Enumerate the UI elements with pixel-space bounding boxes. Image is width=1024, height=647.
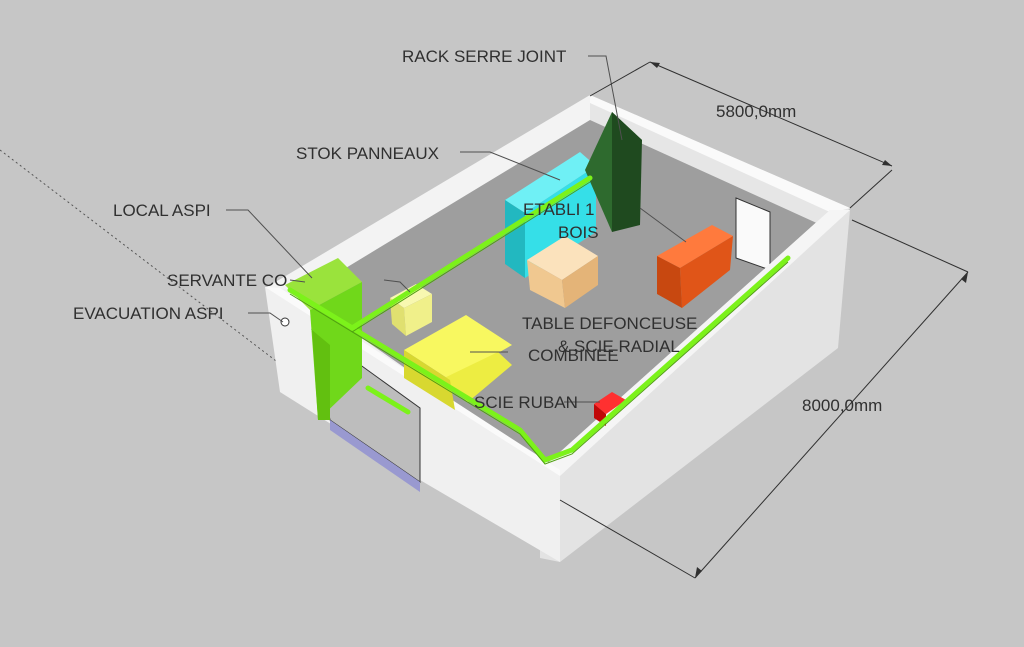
table-front bbox=[527, 260, 565, 308]
rack-side bbox=[612, 112, 642, 232]
etabli-side bbox=[657, 256, 682, 308]
evacuation-hole bbox=[280, 317, 290, 327]
label-etabli-1: ETABLI 1 bbox=[523, 200, 595, 219]
leader-local-aspi bbox=[226, 209, 313, 279]
label-table-1: TABLE DEFONCEUSE bbox=[522, 314, 697, 333]
dim-width-line bbox=[649, 61, 893, 167]
stok-top bbox=[505, 152, 596, 213]
wall-top-back bbox=[590, 95, 850, 213]
table-top bbox=[527, 236, 598, 280]
dust-duct bbox=[287, 175, 791, 463]
label-etabli-2: BOIS bbox=[558, 223, 599, 242]
dimension-width: 5800,0mm bbox=[716, 102, 796, 121]
dim-ext-2 bbox=[849, 169, 893, 209]
wall-right bbox=[540, 210, 850, 562]
leader-etabli bbox=[639, 207, 687, 243]
scie-ruban-top bbox=[594, 392, 626, 414]
stok-front bbox=[525, 166, 596, 278]
label-evacuation: EVACUATION ASPI bbox=[73, 304, 224, 323]
door-threshold bbox=[330, 420, 420, 492]
combinee-top bbox=[404, 315, 512, 380]
leader-stok bbox=[460, 151, 561, 181]
etabli-top bbox=[657, 225, 733, 268]
label-table-2: & SCIE RADIAL bbox=[558, 337, 680, 356]
dim-arrow bbox=[650, 62, 660, 68]
local-aspi-front bbox=[312, 330, 330, 420]
label-local-aspi: LOCAL ASPI bbox=[113, 201, 211, 220]
servante-front bbox=[404, 294, 432, 336]
dim-ext-4 bbox=[559, 499, 696, 579]
dim-arrow bbox=[695, 567, 702, 578]
wall-back-left bbox=[267, 95, 590, 300]
dim-ext-1 bbox=[589, 61, 651, 97]
dim-arrow bbox=[882, 160, 892, 166]
label-stok: STOK PANNEAUX bbox=[296, 144, 439, 163]
dim-arrow bbox=[961, 272, 968, 283]
label-rack: RACK SERRE JOINT bbox=[402, 47, 566, 66]
dust-duct-outline bbox=[289, 181, 789, 465]
label-scie-ruban: SCIE RUBAN bbox=[474, 393, 578, 412]
leader-rack bbox=[588, 55, 623, 141]
table-side bbox=[562, 256, 598, 308]
dim-length-line bbox=[694, 271, 969, 579]
label-combinee: COMBINEE bbox=[528, 346, 619, 365]
etabli-front bbox=[680, 236, 733, 308]
servante-side bbox=[390, 298, 406, 336]
leader-servante bbox=[289, 279, 306, 283]
dimension-length: 8000,0mm bbox=[802, 396, 882, 415]
leader-evacuation bbox=[248, 312, 284, 323]
leader-servante-2 bbox=[383, 279, 411, 293]
label-servante: SERVANTE CO bbox=[167, 271, 287, 290]
dim-ext-3 bbox=[851, 219, 969, 273]
